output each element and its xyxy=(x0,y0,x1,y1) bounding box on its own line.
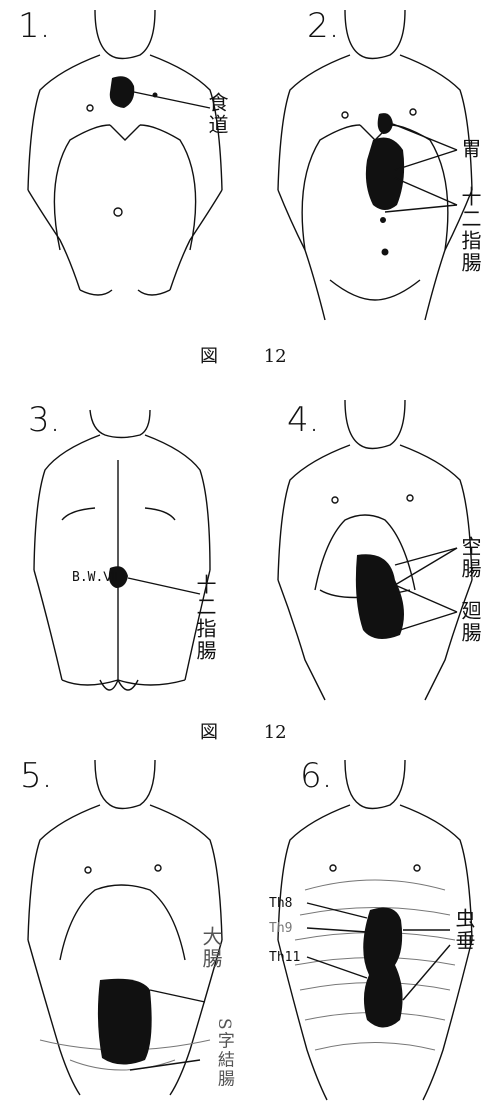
torso-front-outline xyxy=(245,0,491,330)
caption-number: 12 xyxy=(264,346,287,367)
label-esophagus: 食道 xyxy=(206,92,227,136)
label-jejunum: 空腸 xyxy=(459,536,480,580)
caption-number: 12 xyxy=(264,722,287,743)
label-duodenum: 十二指腸 xyxy=(194,574,215,662)
figure-panel-2: 2. 胃 十二指腸 xyxy=(245,0,491,330)
label-large-intestine: 大腸 xyxy=(200,926,221,970)
figure-panel-6: 6. Th8 Th9 Th11 虫垂 xyxy=(245,750,491,1103)
figure-caption: 図 12 xyxy=(200,342,287,368)
torso-front-outline xyxy=(245,380,491,710)
figure-panel-4: 4. 空腸 廻腸 xyxy=(245,380,491,710)
spine-level-label: Th11 xyxy=(269,950,300,965)
figure-panel-3: 3. B.W.Ⅶ 十二指腸 xyxy=(0,380,245,710)
caption-prefix: 図 xyxy=(200,346,218,367)
spine-level-label: Th8 xyxy=(269,896,292,911)
label-ileum: 廻腸 xyxy=(459,600,480,644)
figure-panel-1: 1. 食道 xyxy=(0,0,245,330)
label-duodenum: 十二指腸 xyxy=(459,186,480,274)
vertebra-label: B.W.Ⅶ xyxy=(72,570,118,585)
torso-front-outline xyxy=(0,0,245,330)
label-appendix: 虫垂 xyxy=(453,908,474,952)
label-stomach: 胃 xyxy=(459,138,480,160)
figure-caption: 図 12 xyxy=(200,718,287,744)
figure-panel-5: 5. 大腸 S字結腸 xyxy=(0,750,245,1103)
label-sigmoid-colon: S字結腸 xyxy=(214,1018,232,1089)
spine-level-label: Th9 xyxy=(269,921,292,936)
caption-prefix: 図 xyxy=(200,722,218,743)
